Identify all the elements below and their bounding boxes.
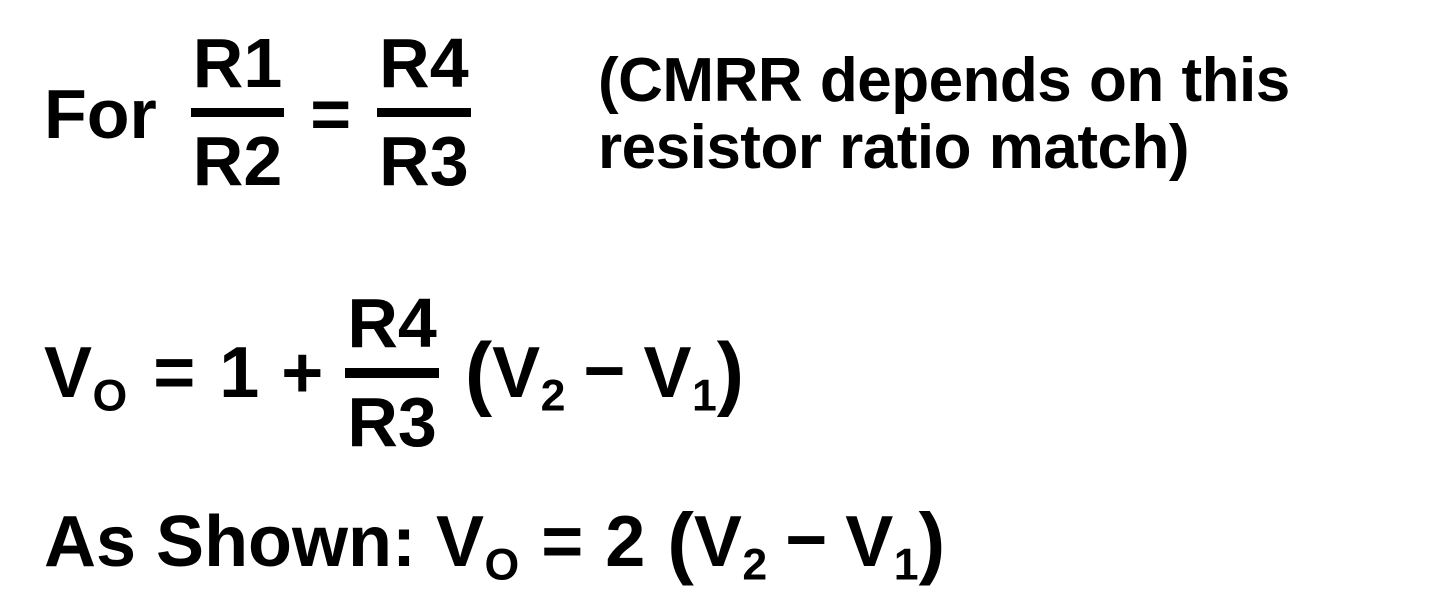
fraction-bar — [190, 108, 285, 118]
gain-factor: 2 — [605, 502, 646, 582]
equals-sign: = — [310, 74, 352, 153]
fraction-numerator-r4: R4 — [347, 284, 437, 362]
fraction-denominator-r2: R2 — [192, 122, 283, 201]
fraction-r4-over-r3: R4 R3 — [377, 24, 471, 201]
input-voltage-v2-subscript: 2 — [742, 540, 768, 590]
output-voltage-subscript: O — [92, 371, 128, 421]
output-voltage-subscript: O — [484, 540, 520, 590]
fraction-denominator-r3: R3 — [347, 383, 437, 462]
fraction-denominator-r3: R3 — [379, 122, 469, 201]
input-voltage-v2-subscript: 2 — [540, 371, 566, 421]
minus-sign: − — [785, 500, 828, 580]
plus-sign: + — [281, 333, 324, 414]
equation-line-condition: For R1 R2 = R4 R3 — [44, 24, 471, 201]
minus-sign: − — [583, 331, 626, 412]
fraction-bar — [345, 368, 439, 379]
input-voltage-v1-base: V — [643, 333, 692, 414]
cmrr-note-text: (CMRR depends on this resistor ratio mat… — [598, 46, 1290, 182]
output-voltage-base: V — [44, 333, 93, 414]
constant-one: 1 — [219, 333, 260, 414]
input-voltage-v1-base: V — [845, 502, 894, 582]
output-voltage-symbol: V O — [436, 502, 519, 587]
as-shown-label: As Shown: — [44, 502, 416, 582]
equation-line-output-as-shown: As Shown: V O = 2 ( V 2 − V 1 ) — [44, 497, 946, 588]
fraction-numerator-r4: R4 — [379, 24, 469, 102]
close-paren: ) — [918, 497, 946, 586]
input-voltage-v1-subscript: 1 — [893, 540, 919, 590]
fraction-r4-over-r3: R4 R3 — [345, 284, 439, 462]
input-voltage-v1: V 1 — [845, 502, 918, 587]
fraction-r1-over-r2: R1 R2 — [190, 24, 285, 201]
condition-lead-label: For — [44, 74, 157, 153]
open-paren: ( — [464, 327, 493, 419]
output-voltage-symbol: V O — [44, 333, 127, 418]
equation-line-output-general: V O = 1 + R4 R3 ( V 2 − V 1 ) — [44, 284, 745, 462]
equals-sign: = — [541, 502, 584, 582]
input-voltage-v2: V 2 — [693, 502, 767, 587]
input-voltage-v1: V 1 — [643, 333, 716, 418]
open-paren: ( — [667, 497, 694, 586]
input-voltage-v1-subscript: 1 — [691, 371, 717, 421]
output-voltage-base: V — [436, 502, 485, 582]
equals-sign: = — [153, 333, 196, 414]
close-paren: ) — [716, 327, 745, 419]
fraction-numerator-r1: R1 — [192, 24, 283, 102]
fraction-bar — [377, 108, 471, 118]
input-voltage-v2: V 2 — [492, 333, 565, 418]
input-voltage-v2-base: V — [492, 333, 541, 414]
input-voltage-v2-base: V — [693, 502, 742, 582]
